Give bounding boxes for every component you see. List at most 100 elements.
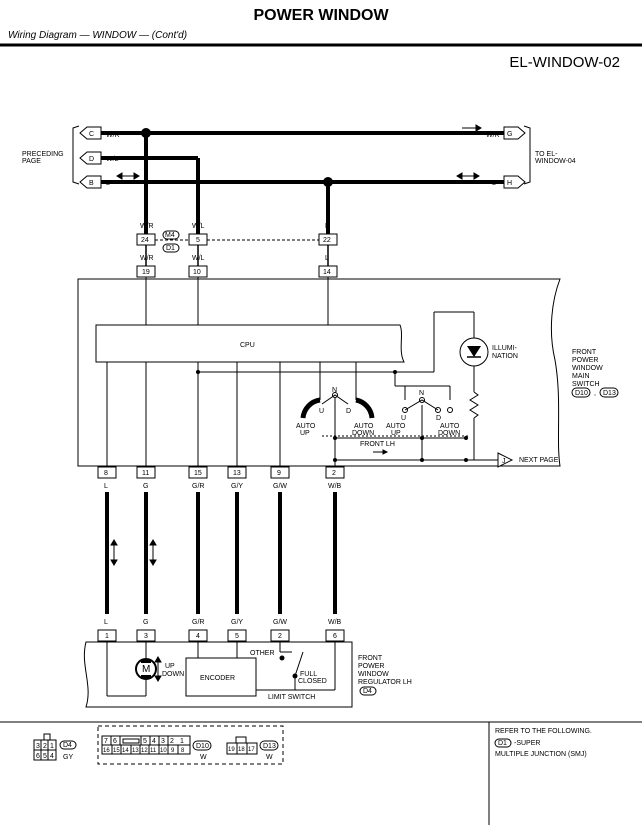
d10-pin: 16: [103, 748, 110, 754]
d10-pin: 5: [143, 738, 147, 745]
motor-direction-arrow: [154, 656, 162, 682]
auto-down-label: AUTO: [354, 423, 374, 430]
up-label: UP: [165, 663, 175, 670]
pin-15: 15: [194, 470, 202, 477]
wire-label-wl: W/L: [192, 255, 205, 262]
wire-label-wr: W/R: [106, 132, 120, 139]
svg-text:G: G: [507, 131, 512, 138]
junction-dot: [141, 128, 151, 138]
junction-dot: [196, 370, 200, 374]
d4-pin: 3: [36, 743, 40, 750]
switch-u: U: [319, 408, 324, 415]
switch-lever: [404, 399, 439, 411]
d10-pin: 8: [181, 748, 185, 754]
connector-d10-label: D10: [196, 743, 209, 750]
connector-tag-d1: [494, 738, 512, 748]
connector-tag-m4: [162, 230, 180, 240]
cpu-label: CPU: [240, 342, 255, 349]
arrow-d: D: [79, 151, 102, 165]
regulator-wires: [106, 641, 336, 697]
wire-label-wr: W/R: [140, 255, 154, 262]
auto-up-switch: [300, 397, 321, 419]
down-label: DOWN: [162, 671, 184, 678]
wire-label-wb: W/B: [328, 619, 342, 626]
connector-d4-label: D4: [363, 688, 372, 695]
motor-brush: [141, 659, 151, 663]
next-page-label: NEXT PAGE: [519, 457, 559, 464]
d13-color: W: [266, 754, 273, 761]
wire-label-l: L: [106, 180, 110, 187]
window04-label: WINDOW-04: [535, 158, 576, 165]
d4-pin: 6: [36, 753, 40, 760]
right-page-bracket: [523, 125, 531, 185]
diagram-code: EL-WINDOW-02: [509, 54, 620, 71]
wire-label-wl: W/L: [192, 223, 205, 230]
switch-name-1: FRONT: [572, 349, 597, 356]
next-page-j: J: [502, 458, 506, 465]
svg-text:C: C: [89, 131, 94, 138]
to-el-label: TO EL-: [535, 151, 558, 158]
arrow-g: G: [503, 126, 526, 140]
pin-14: 14: [323, 269, 331, 276]
motor-brush: [141, 675, 151, 679]
d13-pin: 18: [238, 747, 245, 753]
illumination-label-1: ILLUMI-: [492, 345, 518, 352]
d10-pin: 1: [180, 738, 184, 745]
pin-2: 2: [332, 470, 336, 477]
harness-wires: [105, 492, 337, 614]
connector-tag-d13: [259, 740, 279, 751]
d10-pin: 12: [141, 748, 148, 754]
wire-label-wr: W/R: [486, 132, 500, 139]
pin-4: 4: [196, 633, 200, 640]
junction-dot: [420, 458, 424, 462]
pin-6: 6: [333, 633, 337, 640]
auto-down-label: AUTO: [440, 423, 460, 430]
auto-up-label: AUTO: [296, 423, 316, 430]
d10-pin: 2: [170, 738, 174, 745]
left-page-bracket: [72, 125, 80, 185]
wire-label-wb: W/B: [328, 483, 342, 490]
page-subtitle: Wiring Diagram — WINDOW — (Cont'd): [8, 30, 188, 41]
cpu-box: [95, 324, 405, 363]
switch-bottom-pins: [97, 466, 345, 479]
pin-13: 13: [233, 470, 241, 477]
limit-switch-contact: [279, 655, 285, 661]
front-lh-label: FRONT LH: [360, 441, 395, 448]
d10-color: W: [200, 754, 207, 761]
svg-text:H: H: [507, 180, 512, 187]
connector-tag-d4: [359, 686, 377, 696]
internal-wires: [106, 277, 498, 466]
d13-pin: 17: [248, 747, 255, 753]
auto-down-label-2: DOWN: [352, 430, 374, 437]
motor-label: M: [142, 664, 150, 675]
illumination-label-2: NATION: [492, 353, 518, 360]
wire-label-l: L: [104, 483, 108, 490]
pin-24: 24: [141, 237, 149, 244]
d10-pin: 3: [161, 738, 165, 745]
arrow-h: H: [503, 175, 526, 189]
d10-pin: 9: [171, 748, 175, 754]
svg-text:B: B: [89, 180, 94, 187]
d10-key: [122, 738, 140, 744]
connector-d13-label: D13: [263, 743, 276, 750]
junction-dot: [323, 177, 333, 187]
d4-pin: 5: [43, 753, 47, 760]
switch-name-4: MAIN: [572, 373, 590, 380]
wire-label-g: G: [143, 483, 148, 490]
wire-label-gr: G/R: [192, 619, 204, 626]
pin-5: 5: [196, 237, 200, 244]
connector-group-dashed: [97, 725, 284, 765]
page-title: POWER WINDOW: [253, 7, 389, 24]
d10-pin: 15: [113, 748, 120, 754]
smj-label: MULTIPLE JUNCTION (SMJ): [495, 751, 587, 758]
d4-pin: 1: [50, 743, 54, 750]
d10-pin: 7: [104, 738, 108, 745]
pin-1: 1: [105, 633, 109, 640]
junction-dot: [420, 436, 424, 440]
switch-name-5: SWITCH: [572, 381, 600, 388]
switch-name-2: POWER: [572, 357, 598, 364]
arrow-b: B: [79, 175, 102, 189]
super-label: -SUPER: [514, 740, 540, 747]
d10-pin: 13: [132, 748, 139, 754]
